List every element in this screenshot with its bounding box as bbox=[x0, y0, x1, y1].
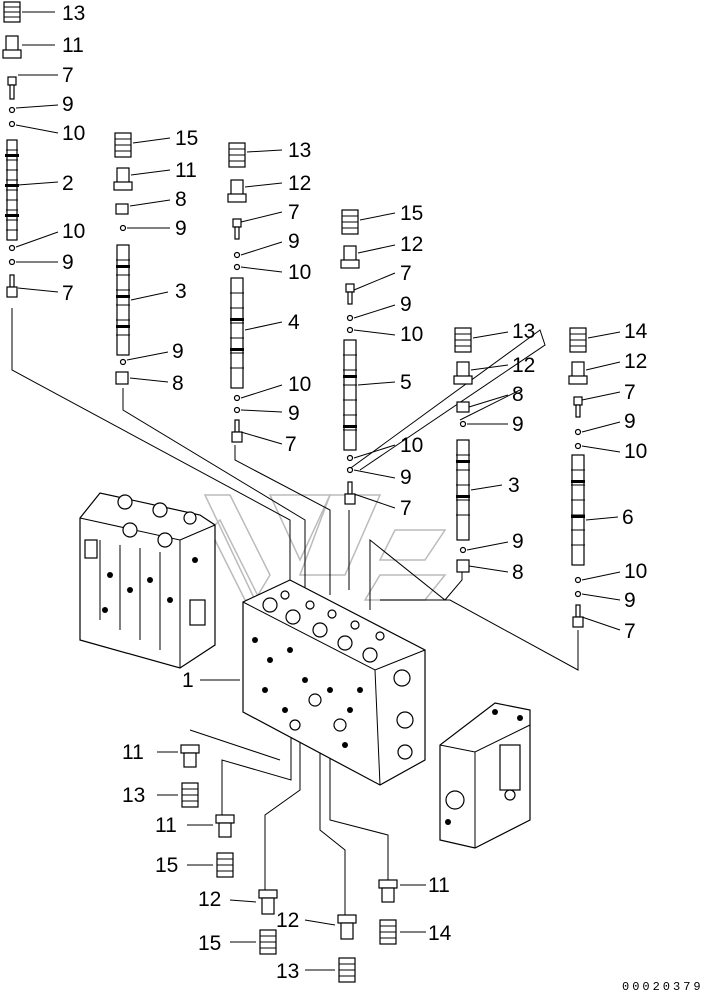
callout-4: 4 bbox=[288, 311, 300, 334]
callout-11: 11 bbox=[155, 814, 177, 837]
callout-9: 9 bbox=[624, 410, 636, 433]
callout-8: 8 bbox=[512, 383, 524, 406]
spool-stack-5 bbox=[453, 327, 473, 573]
callout-13: 13 bbox=[512, 320, 535, 343]
callout-10: 10 bbox=[400, 323, 423, 346]
ring-10b bbox=[8, 244, 16, 252]
callout-10: 10 bbox=[400, 434, 423, 457]
callout-5: 5 bbox=[400, 371, 412, 394]
callout-9: 9 bbox=[62, 93, 74, 116]
callout-2: 2 bbox=[62, 172, 74, 195]
o-ring-9 bbox=[8, 106, 16, 114]
callout-3: 3 bbox=[175, 280, 187, 303]
callout-12: 12 bbox=[512, 354, 535, 377]
callout-7: 7 bbox=[288, 201, 300, 224]
spool-2 bbox=[5, 139, 19, 241]
callout-12: 12 bbox=[198, 888, 221, 911]
ring-10 bbox=[8, 120, 16, 128]
callout-7: 7 bbox=[624, 381, 636, 404]
callout-11: 11 bbox=[428, 874, 450, 897]
callout-9: 9 bbox=[62, 251, 74, 274]
callout-15: 15 bbox=[400, 202, 423, 225]
callout-9: 9 bbox=[288, 230, 300, 253]
callout-10: 10 bbox=[624, 440, 647, 463]
callout-11: 11 bbox=[122, 741, 144, 764]
callout-12: 12 bbox=[276, 909, 299, 932]
callout-13: 13 bbox=[288, 139, 311, 162]
callout-9: 9 bbox=[175, 217, 187, 240]
valve-body-main bbox=[242, 579, 426, 786]
callout-13: 13 bbox=[122, 784, 145, 807]
callout-7: 7 bbox=[400, 497, 412, 520]
callout-3: 3 bbox=[508, 474, 520, 497]
lower-parts bbox=[180, 744, 398, 983]
callout-14: 14 bbox=[428, 922, 452, 945]
callout-15: 15 bbox=[198, 932, 221, 955]
valve-body-rear-view bbox=[79, 492, 216, 669]
callout-11: 11 bbox=[62, 34, 84, 57]
spool-stack-1 bbox=[2, 1, 22, 298]
callout-10: 10 bbox=[62, 220, 85, 243]
callout-labels: 13 11 7 9 10 2 10 9 7 15 11 8 9 3 9 8 13… bbox=[62, 2, 648, 983]
spool-stack-2 bbox=[113, 132, 133, 385]
callout-9: 9 bbox=[172, 340, 184, 363]
callout-15: 15 bbox=[155, 854, 178, 877]
drawing-code: 00020379 bbox=[622, 980, 704, 994]
callout-7: 7 bbox=[62, 282, 74, 305]
callout-13: 13 bbox=[276, 960, 299, 983]
assembly-lines bbox=[11, 308, 579, 915]
callout-leaders bbox=[15, 11, 621, 971]
callout-8: 8 bbox=[172, 372, 184, 395]
callout-9: 9 bbox=[400, 293, 412, 316]
callout-10: 10 bbox=[288, 261, 311, 284]
spool-stack-3 bbox=[227, 142, 247, 443]
callout-10: 10 bbox=[62, 122, 85, 145]
end-cover bbox=[439, 702, 531, 849]
callout-7: 7 bbox=[285, 433, 297, 456]
callout-9: 9 bbox=[512, 530, 524, 553]
callout-12: 12 bbox=[400, 233, 423, 256]
callout-15: 15 bbox=[175, 127, 198, 150]
callout-7: 7 bbox=[624, 620, 636, 643]
callout-9: 9 bbox=[624, 589, 636, 612]
callout-12: 12 bbox=[624, 350, 647, 373]
callout-12: 12 bbox=[288, 172, 311, 195]
o-ring-9b bbox=[8, 258, 16, 266]
plug-11 bbox=[2, 35, 22, 59]
callout-7: 7 bbox=[62, 64, 74, 87]
callout-1: 1 bbox=[182, 669, 194, 692]
callout-9: 9 bbox=[288, 402, 300, 425]
plug-7 bbox=[7, 76, 17, 100]
callout-10: 10 bbox=[624, 560, 647, 583]
plug-7b bbox=[6, 274, 18, 298]
callout-8: 8 bbox=[175, 188, 187, 211]
callout-9: 9 bbox=[512, 413, 524, 436]
callout-6: 6 bbox=[622, 506, 634, 529]
callout-14: 14 bbox=[624, 320, 648, 343]
callout-7: 7 bbox=[400, 262, 412, 285]
callout-9: 9 bbox=[400, 466, 412, 489]
callout-8: 8 bbox=[512, 561, 524, 584]
spool-stack-4 bbox=[340, 209, 360, 505]
spring-13 bbox=[3, 1, 21, 23]
callout-10: 10 bbox=[288, 373, 311, 396]
callout-11: 11 bbox=[175, 159, 197, 182]
spool-stack-6 bbox=[568, 327, 588, 628]
callout-13: 13 bbox=[62, 2, 85, 25]
